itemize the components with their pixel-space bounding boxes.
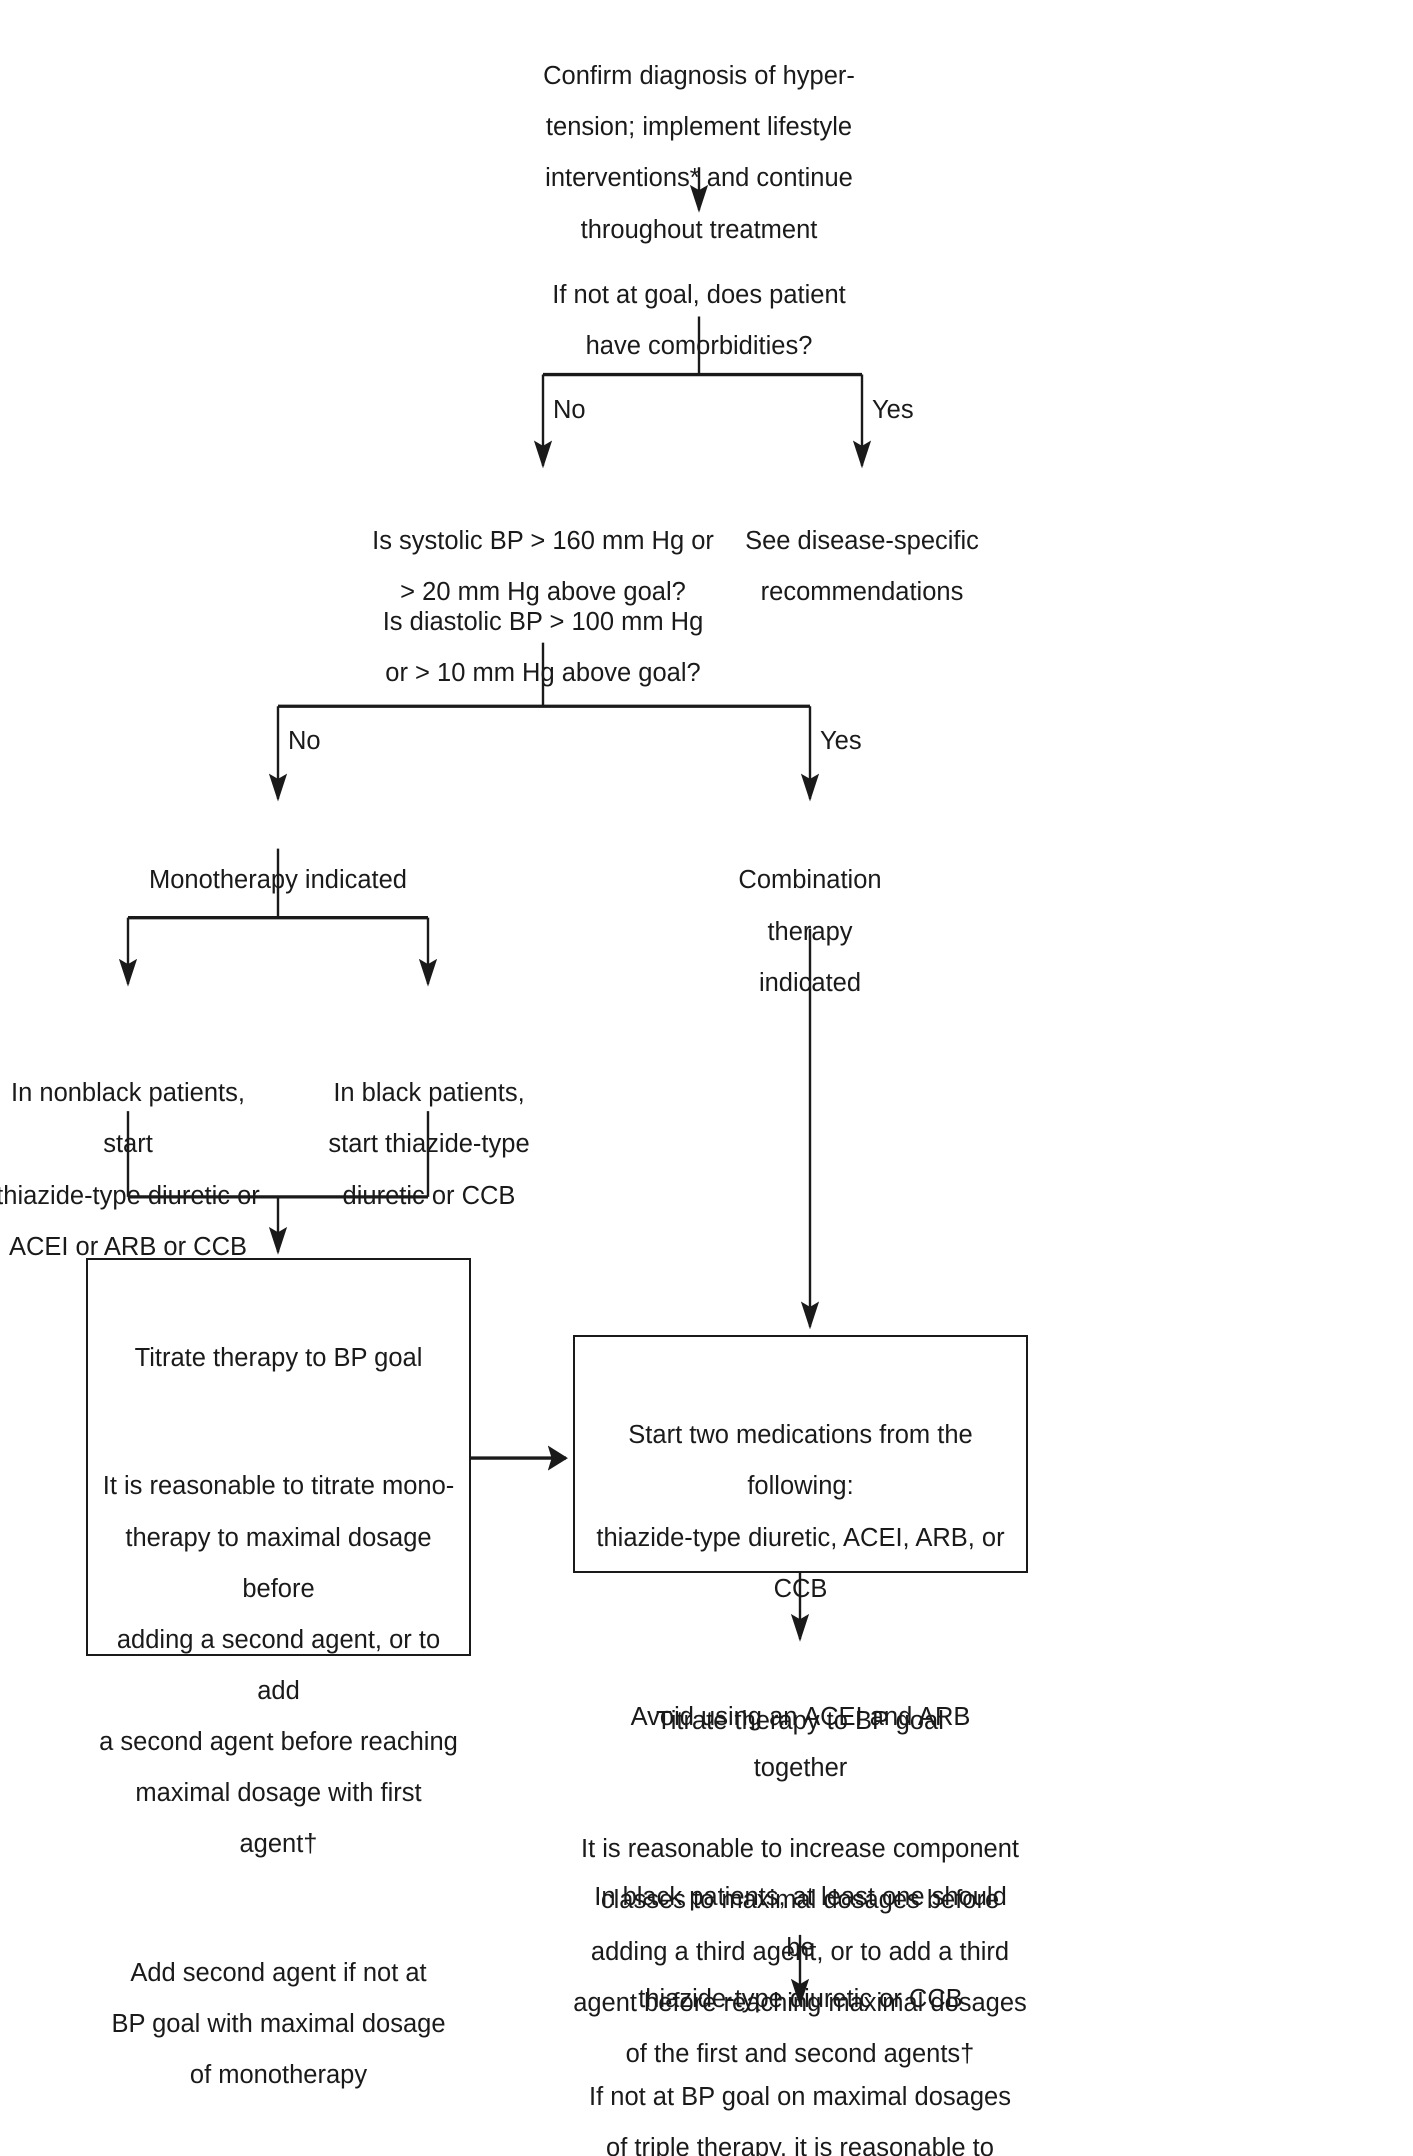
node-titrate-combination: Titrate therapy to BP goal It is reasona… — [570, 1645, 1030, 2156]
node-confirm-diagnosis: Confirm diagnosis of hyper- tension; imp… — [473, 0, 925, 307]
node-monotherapy-indicated: Monotherapy indicated — [68, 804, 488, 957]
confirm-diagnosis-text: Confirm diagnosis of hyper- tension; imp… — [543, 62, 855, 244]
start-two-meds-line-3: In black patients, at least one should b… — [594, 1882, 1007, 2014]
black-patients-text: In black patients, start thiazide-type d… — [328, 1079, 530, 1210]
node-black-patients: In black patients, start thiazide-type d… — [306, 1017, 552, 1273]
node-combination-indicated: Combination therapy indicated — [650, 804, 970, 1060]
not-at-goal-text: If not at goal, does patient have comorb… — [552, 280, 846, 360]
disease-specific-text: See disease-specific recommendations — [745, 526, 979, 606]
node-bp-thresholds-2: Is diastolic BP > 100 mm Hg or > 10 mm H… — [315, 546, 771, 751]
monotherapy-indicated-text: Monotherapy indicated — [148, 866, 407, 895]
node-disease-specific: See disease-specific recommendations — [674, 464, 1050, 669]
node-refer-specialist: If not at BP goal on maximal dosages of … — [565, 2021, 1035, 2156]
bp-thresholds-1-text: Is systolic BP > 160 mm Hg or > 20 mm Hg… — [372, 526, 714, 606]
edge-label-bp-yes: Yes — [820, 727, 862, 756]
edge-label-comorbidities-no: No — [553, 395, 586, 424]
node-bp-thresholds-1: Is systolic BP > 160 mm Hg or > 20 mm Hg… — [315, 464, 771, 669]
titrate-combo-line-2: It is reasonable to increase component c… — [573, 1835, 1027, 2068]
titrate-mono-line-2: It is reasonable to titrate mono- therap… — [99, 1472, 458, 1859]
start-two-meds-line-2: Avoid using an ACEI and ARB together — [630, 1703, 971, 1783]
node-start-two-medications: Start two medications from the following… — [573, 1335, 1028, 2013]
combination-indicated-text: Combination therapy indicated — [738, 866, 882, 997]
start-two-meds-line-1: Start two medications from the following… — [596, 1421, 1005, 1603]
refer-specialist-text: If not at BP goal on maximal dosages of … — [589, 2082, 1011, 2156]
node-titrate-monotherapy: Titrate therapy to BP goal It is reasona… — [86, 1257, 471, 2089]
titrate-combo-line-1: Titrate therapy to BP goal — [656, 1706, 944, 1735]
titrate-mono-line-3: Add second agent if not at BP goal with … — [111, 1958, 446, 2090]
titrate-mono-line-1: Titrate therapy to BP goal — [134, 1343, 423, 1372]
node-not-at-goal: If not at goal, does patient have comorb… — [473, 218, 925, 423]
edge-label-bp-no: No — [288, 727, 321, 756]
bp-thresholds-2-text: Is diastolic BP > 100 mm Hg or > 10 mm H… — [382, 608, 704, 688]
nonblack-patients-text: In nonblack patients, start thiazide-typ… — [0, 1079, 260, 1261]
edge-label-comorbidities-yes: Yes — [872, 395, 914, 424]
node-nonblack-patients: In nonblack patients, start thiazide-typ… — [0, 1017, 266, 1324]
